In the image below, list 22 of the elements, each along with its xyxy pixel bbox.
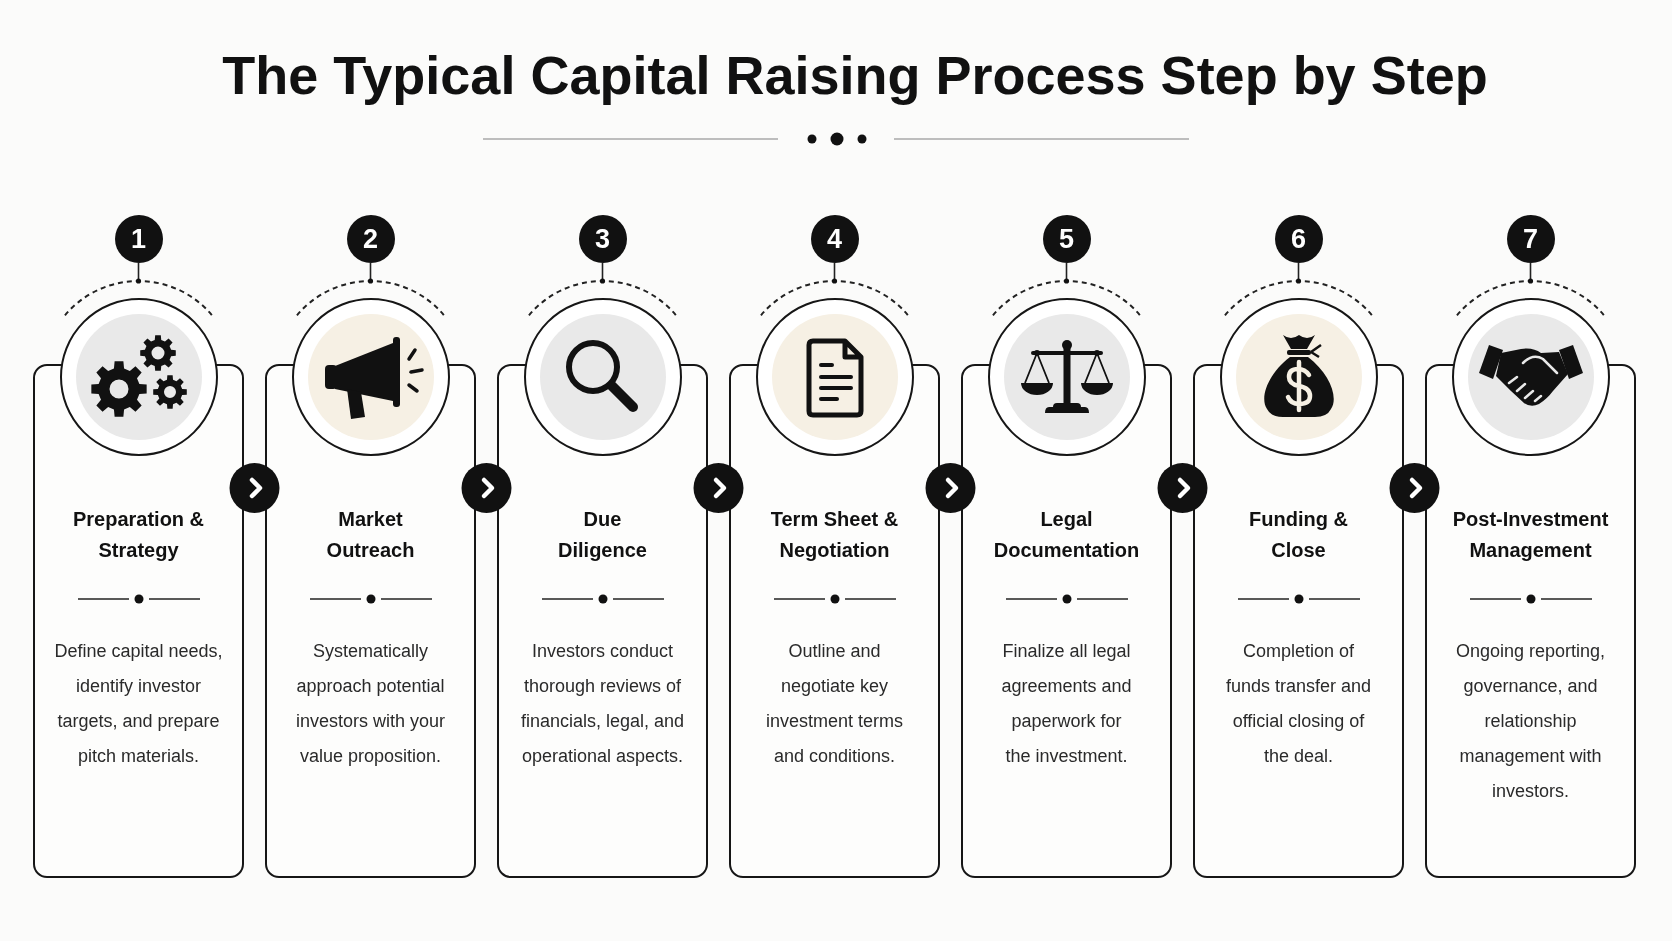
step-title: Term Sheet & Negotiation [770, 507, 899, 563]
step-title: Funding & Close [1248, 507, 1349, 563]
step-number-badge: 6 [1274, 215, 1323, 263]
step-description: Completion of funds transfer and official closing of the deal. [1225, 640, 1372, 768]
step-description: Define capital needs, identify investor targets, and prepare pitch materials. [53, 640, 224, 768]
step-title: Preparation & Strategy [72, 507, 205, 563]
step-description: Outline and negotiate key investment terms and conditions. [765, 640, 904, 768]
step-number-badge: 2 [346, 215, 395, 263]
step-title: Due Diligence [557, 507, 648, 563]
step-number-badge: 7 [1506, 215, 1555, 263]
step-title: Market Outreach [326, 507, 415, 563]
step-description: Investors conduct thorough reviews of financials, legal, and operational aspects. [520, 640, 685, 768]
step-number-badge: 5 [1042, 215, 1091, 263]
step-description: Finalize all legal agreements and paperwork for the investment. [1000, 640, 1133, 768]
step-number-badge: 3 [578, 215, 627, 263]
step-number-badge: 4 [810, 215, 859, 263]
title: The Typical Capital Raising Process Step by Step [222, 45, 1488, 105]
step-description: Systematically approach potential investors with your value proposition. [295, 640, 446, 768]
step-title: Legal Documentation [993, 507, 1140, 563]
step-description: Ongoing reporting, governance, and relationship management with investors. [1455, 640, 1606, 803]
step-title: Post-Investment Management [1452, 507, 1609, 563]
step-number-badge: 1 [114, 215, 163, 263]
